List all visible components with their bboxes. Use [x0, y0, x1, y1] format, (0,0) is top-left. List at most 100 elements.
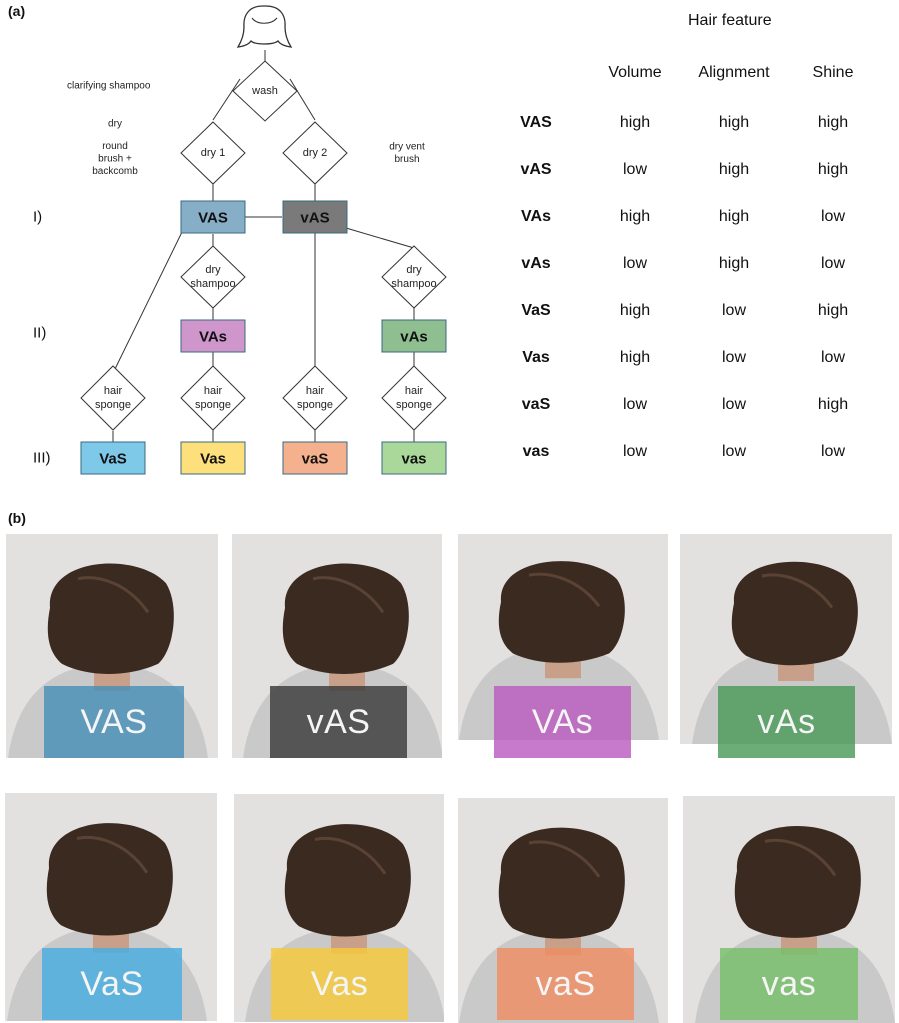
table-cell: high	[718, 255, 750, 272]
table-cell: low	[721, 302, 747, 319]
table-cell: low	[820, 349, 846, 366]
table-cell: low	[820, 208, 846, 225]
table-row-label: vAS	[520, 161, 552, 178]
hair-sponge-1-diamond	[80, 365, 146, 431]
dry1-label: dry 1	[201, 147, 225, 159]
note-dry-vent-brush: brush	[394, 154, 419, 165]
level-II: II)	[33, 325, 46, 342]
vAS-to-right-dryshampoo	[345, 227, 415, 249]
note-round-brush: backcomb	[92, 166, 138, 177]
hair-sponge-4-label: sponge	[396, 399, 432, 411]
wash-label: wash	[251, 85, 278, 97]
table-cell: high	[718, 208, 750, 225]
table-cell: low	[622, 443, 648, 460]
table-row-label: vas	[522, 443, 550, 460]
table-row-label: VAS	[520, 114, 552, 131]
dry-shampoo-left-label: dry	[205, 264, 221, 276]
state-label-vAs: vAs	[400, 329, 428, 346]
photo-tag-vAs: vAs	[718, 686, 855, 758]
table-cell: low	[721, 396, 747, 413]
table-cell: high	[817, 302, 849, 319]
wash-diamond	[232, 60, 298, 122]
photo-tag-vaS: vaS	[497, 948, 634, 1020]
table-cell: low	[820, 443, 846, 460]
state-label-VAs: VAs	[199, 329, 227, 346]
dry-shampoo-left-diamond	[180, 245, 246, 309]
hair-sponge-4-diamond	[381, 365, 447, 431]
dry-shampoo-right-label: shampoo	[391, 278, 436, 290]
table-row-label: vaS	[521, 396, 551, 413]
note-dry-vent-brush: dry vent	[389, 141, 425, 152]
state-box-vAS	[282, 200, 348, 234]
photo-tag-VAs: VAs	[494, 686, 631, 758]
table-row-label: vAs	[521, 255, 551, 272]
table-row-label: VAs	[521, 208, 551, 225]
table-cell: high	[718, 161, 750, 178]
state-label-VAS: VAS	[198, 210, 228, 227]
table-cell: high	[718, 114, 750, 131]
table-row-label: VaS	[521, 302, 551, 319]
table-cell: high	[817, 114, 849, 131]
photo-tag-Vas: Vas	[271, 948, 408, 1020]
note-dry: dry	[108, 119, 122, 130]
table-row-label: Vas	[522, 349, 550, 366]
hair-sponge-3-diamond	[282, 365, 348, 431]
table-cell: low	[622, 396, 648, 413]
column-header-alignment: Alignment	[698, 64, 770, 81]
level-I: I)	[33, 209, 42, 226]
photo-tag-VaS: VaS	[42, 948, 182, 1020]
hair-treatment-flow-diagram: wash dry 1 dry 2 dry shampoo dry shampoo hair sp…	[33, 5, 447, 475]
state-label-vAS: vAS	[300, 210, 329, 227]
VAS-to-left-sponge	[114, 231, 183, 370]
head-icon	[236, 5, 293, 48]
table-cell: high	[817, 396, 849, 413]
hair-sponge-2-label: hair	[204, 385, 223, 397]
hair-sponge-1-label: sponge	[95, 399, 131, 411]
level-III: III)	[33, 450, 51, 467]
state-box-VAS	[180, 200, 246, 234]
hair-sponge-3-label: sponge	[297, 399, 333, 411]
table-cell: low	[721, 443, 747, 460]
panel-a-label: (a)	[8, 3, 26, 19]
wash-to-dry1	[212, 78, 241, 121]
photo-tag-vAS: vAS	[270, 686, 407, 758]
dry-shampoo-right-label: dry	[406, 264, 422, 276]
hair-sponge-2-label: sponge	[195, 399, 231, 411]
column-header-shine: Shine	[812, 64, 854, 81]
head-icon-fringe	[251, 17, 278, 24]
table-cell: low	[622, 161, 648, 178]
note-round-brush: round	[102, 141, 128, 152]
state-box-VAs	[180, 319, 246, 353]
state-box-vAs	[381, 319, 447, 353]
dry-shampoo-right-diamond	[381, 245, 447, 309]
dry-shampoo-left-label: shampoo	[190, 278, 235, 290]
dry1-diamond	[180, 121, 246, 185]
dry2-diamond	[282, 121, 348, 185]
state-box-vas	[381, 441, 447, 475]
hair-sponge-1-label: hair	[104, 385, 123, 397]
table-cell: high	[619, 349, 651, 366]
state-box-vaS	[282, 441, 348, 475]
table-cell: high	[619, 208, 651, 225]
photo-tag-VAS: VAS	[44, 686, 184, 758]
hair-sponge-3-label: hair	[306, 385, 325, 397]
state-label-vaS: vaS	[302, 451, 329, 468]
table-cell: high	[619, 114, 651, 131]
hair-sponge-2-diamond	[180, 365, 246, 431]
note-round-brush: brush +	[98, 154, 132, 165]
column-header-volume: Volume	[608, 64, 662, 81]
table-cell: low	[721, 349, 747, 366]
panel-b-label: (b)	[8, 510, 26, 526]
table-cell: high	[817, 161, 849, 178]
note-clarifying-shampoo: clarifying shampoo	[67, 81, 151, 92]
photo-tag-vas: vas	[720, 948, 858, 1020]
state-label-vas: vas	[401, 451, 426, 468]
table-cell: low	[622, 255, 648, 272]
state-box-Vas	[180, 441, 246, 475]
table-title: Hair feature	[688, 12, 772, 29]
dry2-label: dry 2	[303, 147, 327, 159]
table-cell: high	[619, 302, 651, 319]
state-label-Vas: Vas	[200, 451, 226, 468]
table-cell: low	[820, 255, 846, 272]
wash-to-dry2	[289, 78, 316, 121]
